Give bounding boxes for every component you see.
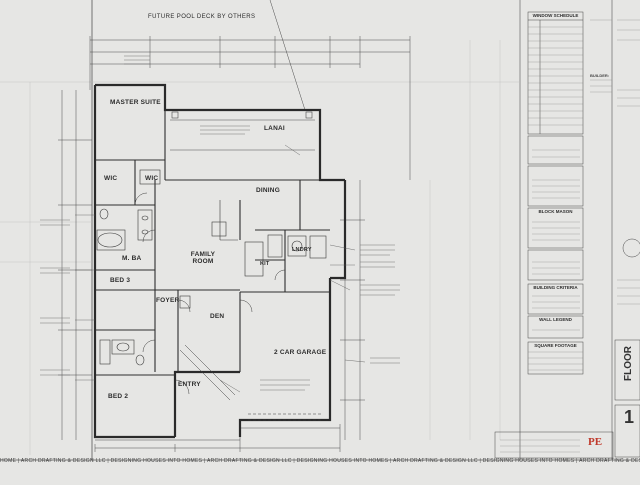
room-entry: ENTRY (178, 381, 201, 388)
room-master-suite: MASTER SUITE (110, 99, 161, 106)
room-wic: WIC (104, 175, 118, 182)
room-foyer: FOYER (156, 297, 180, 304)
block-mason-heading: BLOCK MASON (538, 209, 573, 214)
footer-banner: HOME | ARCH DRAFTING & DESIGN LLC | DESI… (0, 458, 640, 464)
building-criteria-heading: BUILDING CRITERIA (533, 285, 578, 290)
room-den: DEN (210, 313, 225, 320)
room-laundry: LNDRY (292, 247, 312, 253)
floor-label: FLOOR (623, 346, 634, 381)
room-bed-2: BED 2 (108, 393, 129, 400)
square-footage-heading: SQUARE FOOTAGE (534, 343, 577, 348)
room-family-room: FAMILY ROOM (190, 251, 216, 265)
room-kitchen: KIT (260, 261, 270, 267)
pe-logo: PE (588, 436, 603, 448)
room-dining: DINING (256, 187, 280, 194)
room-master-bath: M. BA (122, 255, 142, 262)
sheet-number: 1 (624, 407, 635, 427)
window-schedule-heading: WINDOW SCHEDULE (532, 13, 579, 18)
room-wic-2: WIC (145, 175, 159, 182)
room-lanai: LANAI (264, 125, 285, 132)
top-note: FUTURE POOL DECK BY OTHERS (148, 14, 256, 20)
wall-legend-heading: WALL LEGEND (539, 317, 572, 322)
builder-label: BUILDER: (590, 73, 610, 78)
room-bed-3: BED 3 (110, 277, 131, 284)
room-garage: 2 CAR GARAGE (274, 349, 327, 356)
